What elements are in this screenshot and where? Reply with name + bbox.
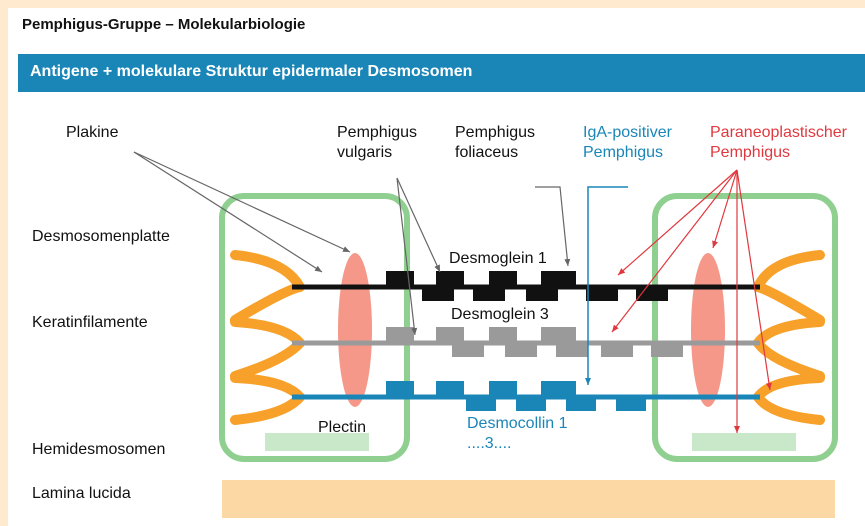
subtitle-band [18, 54, 865, 92]
label-hemidesmosomen: Hemidesmosomen [32, 441, 166, 458]
label-plectin: Plectin [318, 419, 367, 436]
right-cell-border [652, 193, 838, 462]
left-hemidesmosome [265, 433, 369, 451]
desmoglein1-strand [292, 271, 760, 301]
figure-subtitle: Antigene + molekulare Struktur epidermal… [30, 63, 473, 80]
label-keratinfilamente: Keratinfilamente [32, 314, 148, 331]
label-paraneoplastic-2: Pemphigus [710, 144, 791, 161]
paraneoplastic-arrows [611, 169, 772, 433]
right-desmosomal-plaque [691, 253, 725, 407]
label-iga-pemphigus-1: IgA-positiver [583, 124, 672, 141]
right-keratin-filaments [753, 250, 825, 425]
label-lamina-lucida: Lamina lucida [32, 485, 131, 502]
label-pemphigus-vulgaris-2: vulgaris [337, 144, 393, 161]
label-desmocollin-2: ....3.... [467, 435, 512, 452]
left-desmosomal-plaque [338, 253, 372, 407]
label-pemphigus-foliaceus-1: Pemphigus [455, 124, 536, 141]
label-plakine: Plakine [66, 124, 119, 141]
lamina-lucida-band [222, 480, 835, 518]
desmoglein3-strand [292, 327, 760, 357]
label-pemphigus-foliaceus-2: foliaceus [455, 144, 519, 161]
left-keratin-filaments [230, 250, 305, 425]
iga-pemphigus-arrow [585, 186, 628, 385]
label-iga-pemphigus-2: Pemphigus [583, 144, 664, 161]
label-desmoglein3: Desmoglein 3 [451, 306, 549, 323]
pemphigus-vulgaris-arrows [396, 177, 441, 336]
label-pemphigus-vulgaris-1: Pemphigus [337, 124, 418, 141]
label-paraneoplastic-1: Paraneoplastischer [710, 124, 847, 141]
label-desmosomenplatte: Desmosomenplatte [32, 228, 170, 245]
right-hemidesmosome [692, 433, 796, 451]
label-desmocollin-1: Desmocollin 1 [467, 415, 568, 432]
figure-title: Pemphigus-Gruppe – Molekularbiologie [22, 16, 306, 33]
plakine-arrows [133, 151, 351, 273]
label-desmoglein1: Desmoglein 1 [449, 250, 547, 267]
pemphigus-foliaceus-arrow [535, 186, 571, 267]
desmocollin-strand [292, 381, 760, 411]
